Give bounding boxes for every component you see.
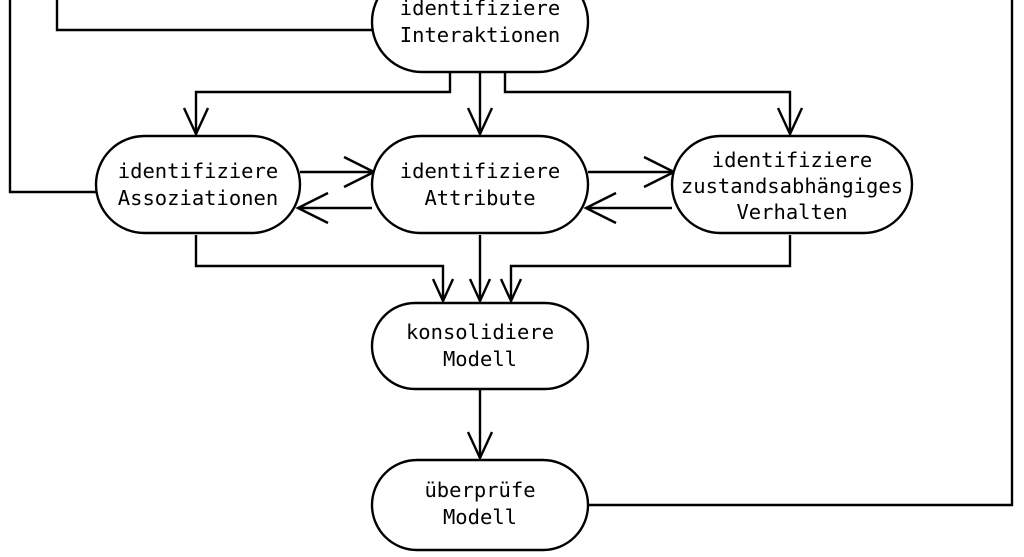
arrowhead-into-assoziationen — [182, 107, 210, 137]
node-shape-interaktionen — [370, 0, 590, 74]
nodes-layer: identifiziere Interaktionen identifizier… — [94, 0, 914, 552]
node-ueberpruefe-modell[interactable]: überprüfe Modell — [370, 458, 590, 552]
node-label-interaktionen-line1: identifiziere — [400, 0, 560, 20]
edge-ueberpruefe-feedback-right — [586, 0, 1014, 507]
edges-layer — [8, 0, 1014, 507]
node-shape-verhalten — [670, 134, 914, 235]
arrowhead-into-verhalten — [776, 107, 804, 137]
node-label-attribute-line2: Attribute — [424, 186, 535, 210]
node-label-interaktionen-line2: Interaktionen — [400, 23, 560, 47]
edge-interaktionen-feedback-left — [55, 0, 372, 32]
node-label-verhalten-line1: identifiziere — [712, 148, 872, 172]
node-identifiziere-assoziationen[interactable]: identifiziere Assoziationen — [94, 134, 302, 235]
arrowhead-ueberpruefe-top-in — [466, 431, 494, 461]
edge-assoziationen-to-konsolidiere — [194, 235, 445, 301]
node-label-assoziationen-line2: Assoziationen — [118, 186, 278, 210]
edge-interaktionen-to-verhalten — [503, 72, 792, 134]
node-label-ueberpruefe-line1: überprüfe — [424, 478, 535, 502]
node-konsolidiere-modell[interactable]: konsolidiere Modell — [370, 301, 590, 391]
edge-interaktionen-to-assoziationen — [194, 72, 452, 134]
node-label-ueberpruefe-line2: Modell — [443, 505, 517, 529]
node-shape-konsolidiere — [370, 301, 590, 391]
node-label-verhalten-line3: Verhalten — [736, 200, 847, 224]
arrowhead-assoziationen-right-in — [295, 191, 329, 225]
node-label-attribute-line1: identifiziere — [400, 159, 560, 183]
node-label-verhalten-line2: zustandsabhängiges — [681, 174, 903, 198]
arrowhead-into-attribute-top — [466, 107, 494, 137]
node-shape-attribute — [370, 134, 590, 235]
arrowhead-konsolidiere-center-in — [468, 278, 492, 304]
arrowhead-konsolidiere-right-in — [499, 278, 523, 304]
node-identifiziere-attribute[interactable]: identifiziere Attribute — [370, 134, 590, 235]
node-label-assoziationen-line1: identifiziere — [118, 159, 278, 183]
node-label-konsolidiere-line1: konsolidiere — [406, 320, 554, 344]
node-shape-assoziationen — [94, 134, 302, 235]
edge-verhalten-to-konsolidiere — [509, 235, 792, 301]
node-identifiziere-zustandsabhaengiges-verhalten[interactable]: identifiziere zustandsabhängiges Verhalt… — [670, 134, 914, 235]
node-label-konsolidiere-line2: Modell — [443, 347, 517, 371]
node-identifiziere-interaktionen[interactable]: identifiziere Interaktionen — [370, 0, 590, 74]
node-shape-ueberpruefe — [370, 458, 590, 552]
arrowhead-konsolidiere-left-in — [431, 278, 455, 304]
edge-assoziationen-feedback-left — [8, 0, 100, 194]
arrowhead-attribute-right-in — [583, 191, 617, 225]
